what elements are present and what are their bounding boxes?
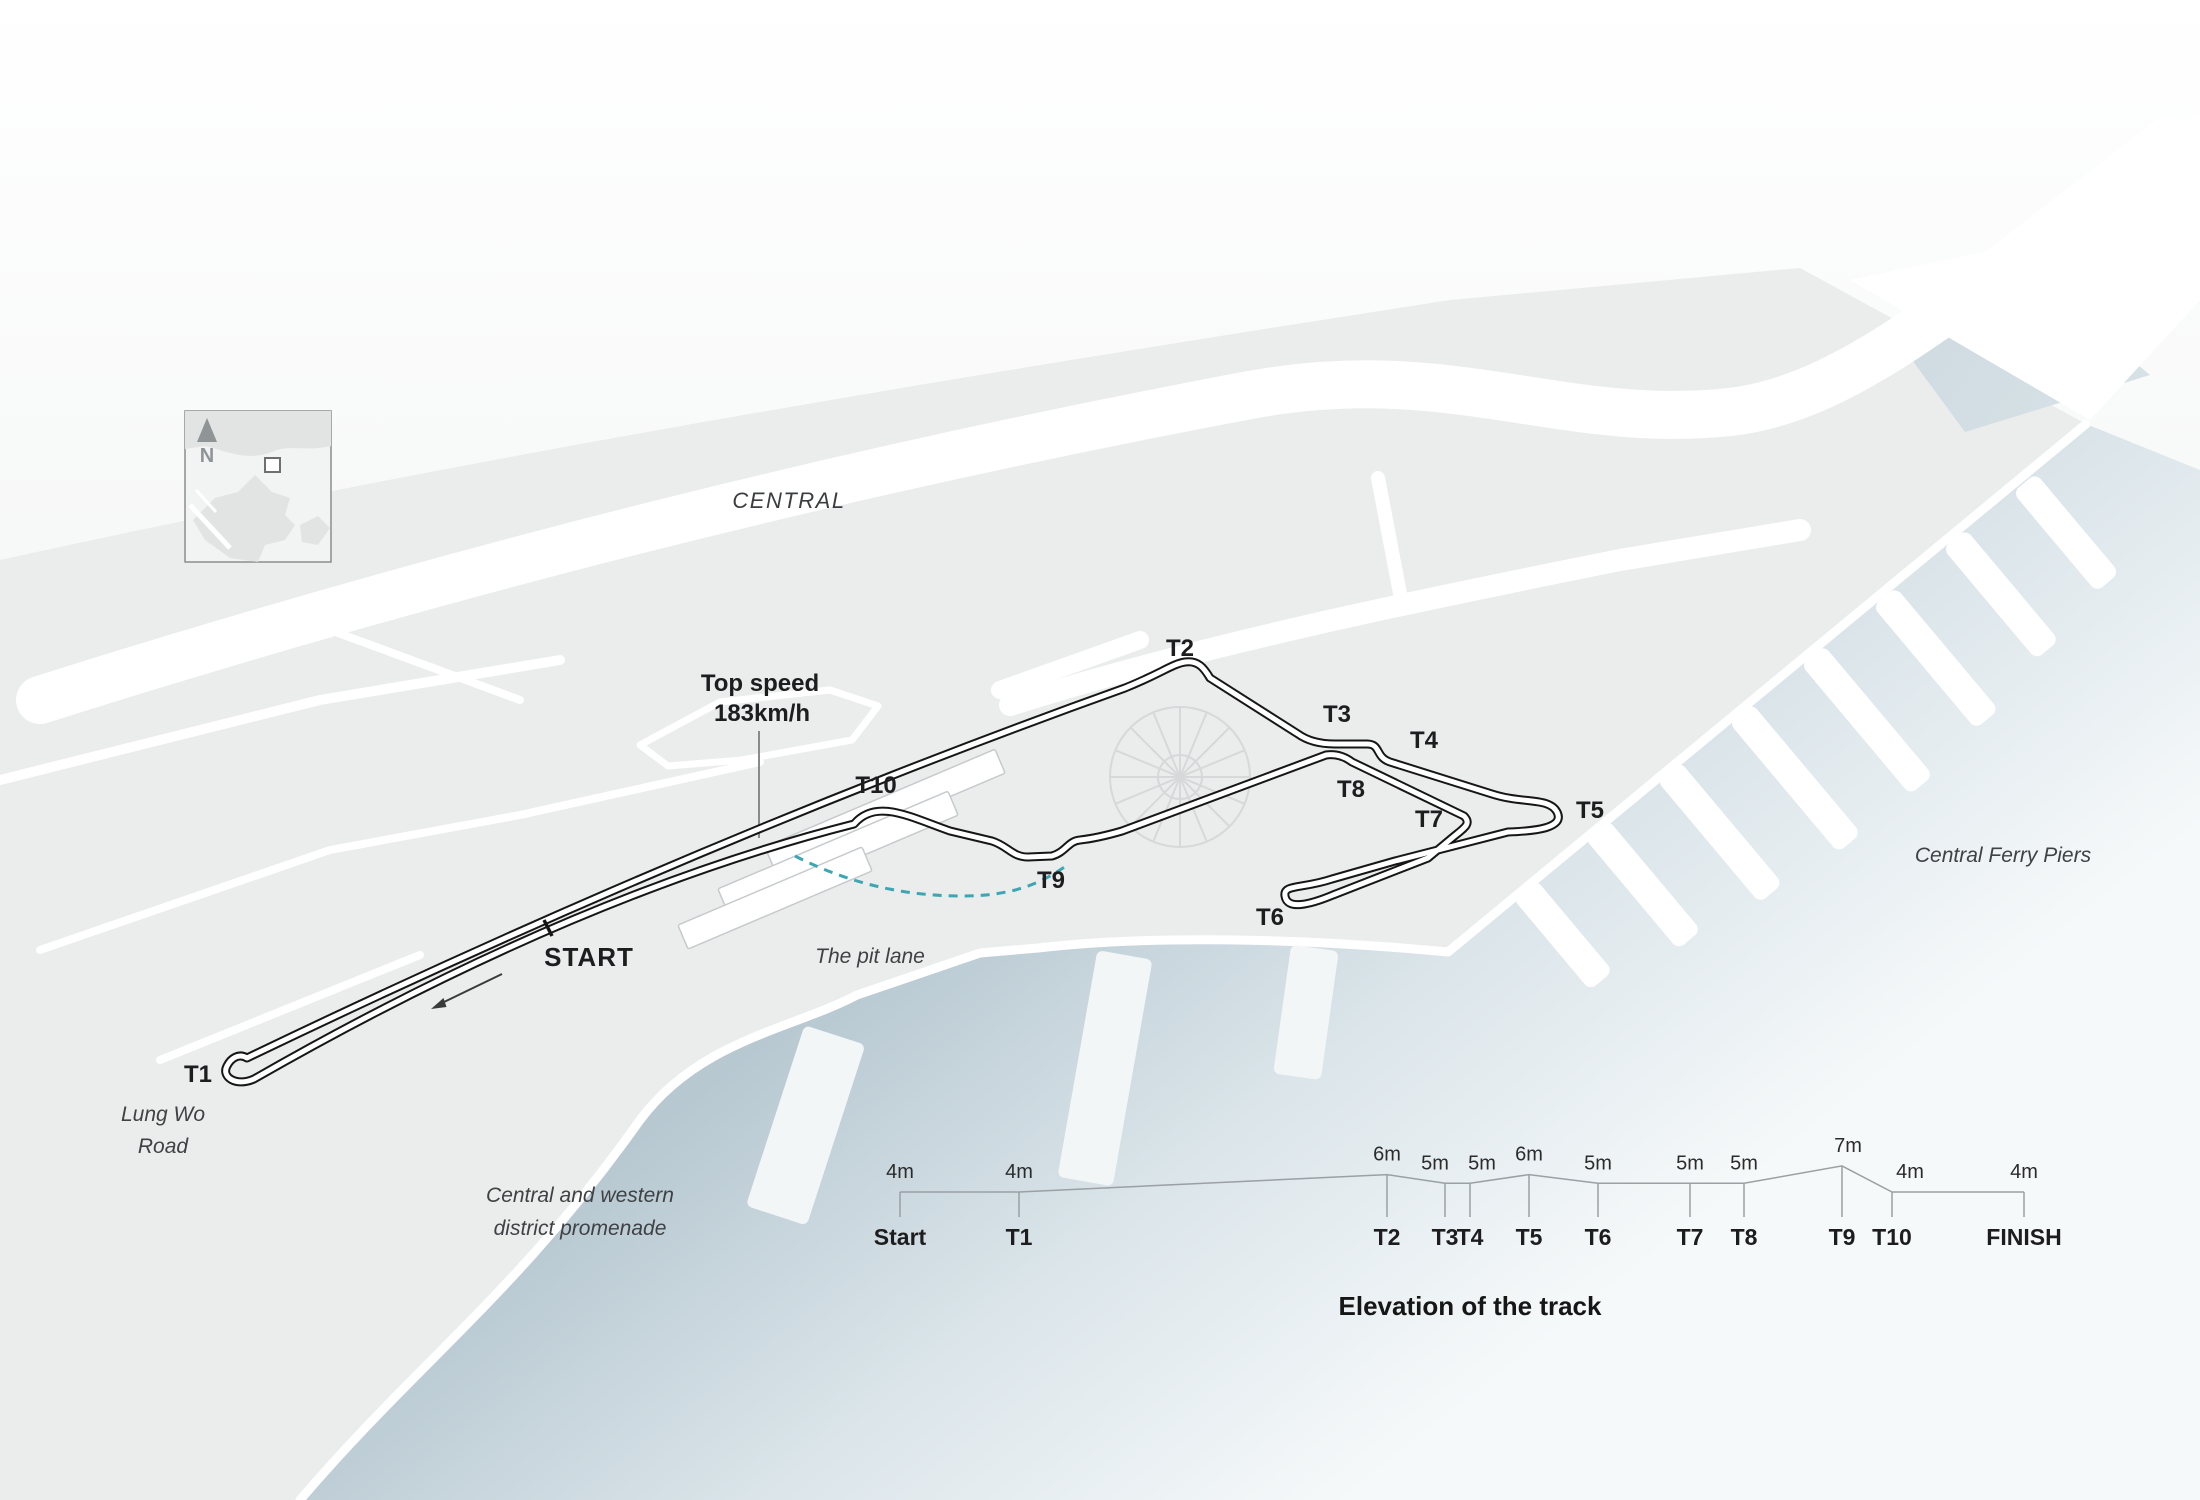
pier bbox=[747, 1026, 864, 1225]
elevation-value-label: 5m bbox=[1730, 1152, 1758, 1174]
map-labels: CENTRAL Central Ferry Piers Central and … bbox=[121, 488, 2092, 1240]
turn-label-t5: T5 bbox=[1576, 797, 1604, 824]
inset-land-north bbox=[185, 411, 331, 456]
top-speed-label-line1: Top speed bbox=[701, 670, 819, 697]
start-line-marker bbox=[542, 919, 554, 937]
inset-land-east bbox=[300, 516, 330, 545]
start-label: START bbox=[544, 942, 634, 972]
elevation-point-label: FINISH bbox=[1986, 1224, 2061, 1250]
elevation-profile-line bbox=[900, 1165, 2024, 1193]
direction-arrow-icon bbox=[431, 973, 503, 1009]
ferry-pier-finger bbox=[1516, 882, 1610, 988]
elevation-point-label: Start bbox=[874, 1224, 927, 1250]
elevation-point-label: T9 bbox=[1829, 1224, 1856, 1250]
inset-road bbox=[194, 488, 218, 514]
elevation-value-label: 5m bbox=[1421, 1152, 1449, 1174]
elevation-value-label: 6m bbox=[1515, 1144, 1543, 1166]
shoreline bbox=[295, 419, 2091, 1500]
elevation-value-label: 7m bbox=[1834, 1135, 1862, 1157]
lung-wo-road-label-line2: Road bbox=[138, 1135, 190, 1158]
elevation-value-label: 5m bbox=[1584, 1152, 1612, 1174]
district-label: CENTRAL bbox=[732, 488, 845, 513]
turn-label-t8: T8 bbox=[1337, 776, 1365, 803]
turn-label-t9: T9 bbox=[1037, 867, 1065, 894]
track-centerline bbox=[223, 659, 1561, 1085]
elevation-value-label: 4m bbox=[1896, 1161, 1924, 1183]
ferry-piers-label: Central Ferry Piers bbox=[1915, 844, 2092, 867]
elevation-value-label: 6m bbox=[1373, 1144, 1401, 1166]
lung-wo-road-label-line1: Lung Wo bbox=[121, 1103, 205, 1126]
inset-land-island bbox=[193, 475, 295, 562]
ferry-pier-finger bbox=[2016, 476, 2117, 589]
elevation-point-label: T4 bbox=[1457, 1224, 1484, 1250]
elevation-point-label: T1 bbox=[1006, 1224, 1033, 1250]
inset-location-marker bbox=[264, 457, 281, 473]
turn-label-t6: T6 bbox=[1256, 904, 1284, 931]
pit-building bbox=[677, 846, 873, 950]
turn-label-t7: T7 bbox=[1415, 806, 1443, 833]
elevation-point-label: T8 bbox=[1731, 1224, 1758, 1250]
road bbox=[156, 951, 424, 1064]
highway-band bbox=[16, 116, 2194, 724]
ferry-pier-finger bbox=[1946, 532, 2056, 657]
turn-label-t1: T1 bbox=[184, 1061, 212, 1088]
pit-lane-path bbox=[794, 854, 1067, 898]
pier bbox=[1273, 945, 1338, 1080]
north-label: N bbox=[200, 445, 214, 467]
pit-lane-label: The pit lane bbox=[815, 945, 925, 968]
road bbox=[326, 626, 524, 704]
promenade-piers bbox=[747, 945, 1338, 1225]
elevation-point-label: T7 bbox=[1677, 1224, 1704, 1250]
road bbox=[36, 758, 764, 954]
elevation-point-label: T10 bbox=[1872, 1224, 1912, 1250]
elevation-chart-title: Elevation of the track bbox=[1339, 1291, 1602, 1321]
elevation-value-label: 4m bbox=[886, 1161, 914, 1183]
elevation-value-label: 4m bbox=[1005, 1161, 1033, 1183]
race-track bbox=[221, 657, 1563, 1087]
ferry-pier-finger bbox=[1732, 706, 1858, 850]
turn-label-t2: T2 bbox=[1166, 635, 1194, 662]
inset-road bbox=[188, 503, 232, 550]
road bbox=[0, 655, 565, 785]
road bbox=[1371, 471, 1409, 611]
pier bbox=[1058, 951, 1152, 1186]
top-speed-label-line2: 183km/h bbox=[714, 700, 810, 727]
promenade-label-line1: Central and western bbox=[486, 1184, 674, 1207]
promenade-label-line2: district promenade bbox=[494, 1217, 667, 1240]
road bbox=[991, 631, 1149, 699]
turn-label-t4: T4 bbox=[1410, 727, 1439, 754]
elevation-point-label: T2 bbox=[1374, 1224, 1401, 1250]
inset-locator-map: N bbox=[184, 410, 332, 563]
ferry-pier-finger bbox=[1660, 764, 1780, 900]
water-harbour bbox=[300, 424, 2200, 1500]
ferry-pier-finger bbox=[1588, 822, 1698, 947]
elevation-value-label: 4m bbox=[2010, 1161, 2038, 1183]
elevation-point-label: T6 bbox=[1585, 1224, 1612, 1250]
ferry-pier-finger bbox=[1876, 590, 1996, 726]
city-block-ring bbox=[636, 686, 882, 770]
road bbox=[999, 519, 1811, 716]
elevation-value-label: 5m bbox=[1468, 1152, 1496, 1174]
elevation-point-label: T3 bbox=[1432, 1224, 1459, 1250]
ferry-pier-finger bbox=[1804, 648, 1930, 792]
turn-label-t3: T3 bbox=[1323, 701, 1351, 728]
north-arrow-icon bbox=[197, 418, 217, 442]
elevation-point-label: T5 bbox=[1516, 1224, 1543, 1250]
elevation-value-label: 5m bbox=[1676, 1152, 1704, 1174]
turn-label-t10: T10 bbox=[855, 772, 896, 799]
